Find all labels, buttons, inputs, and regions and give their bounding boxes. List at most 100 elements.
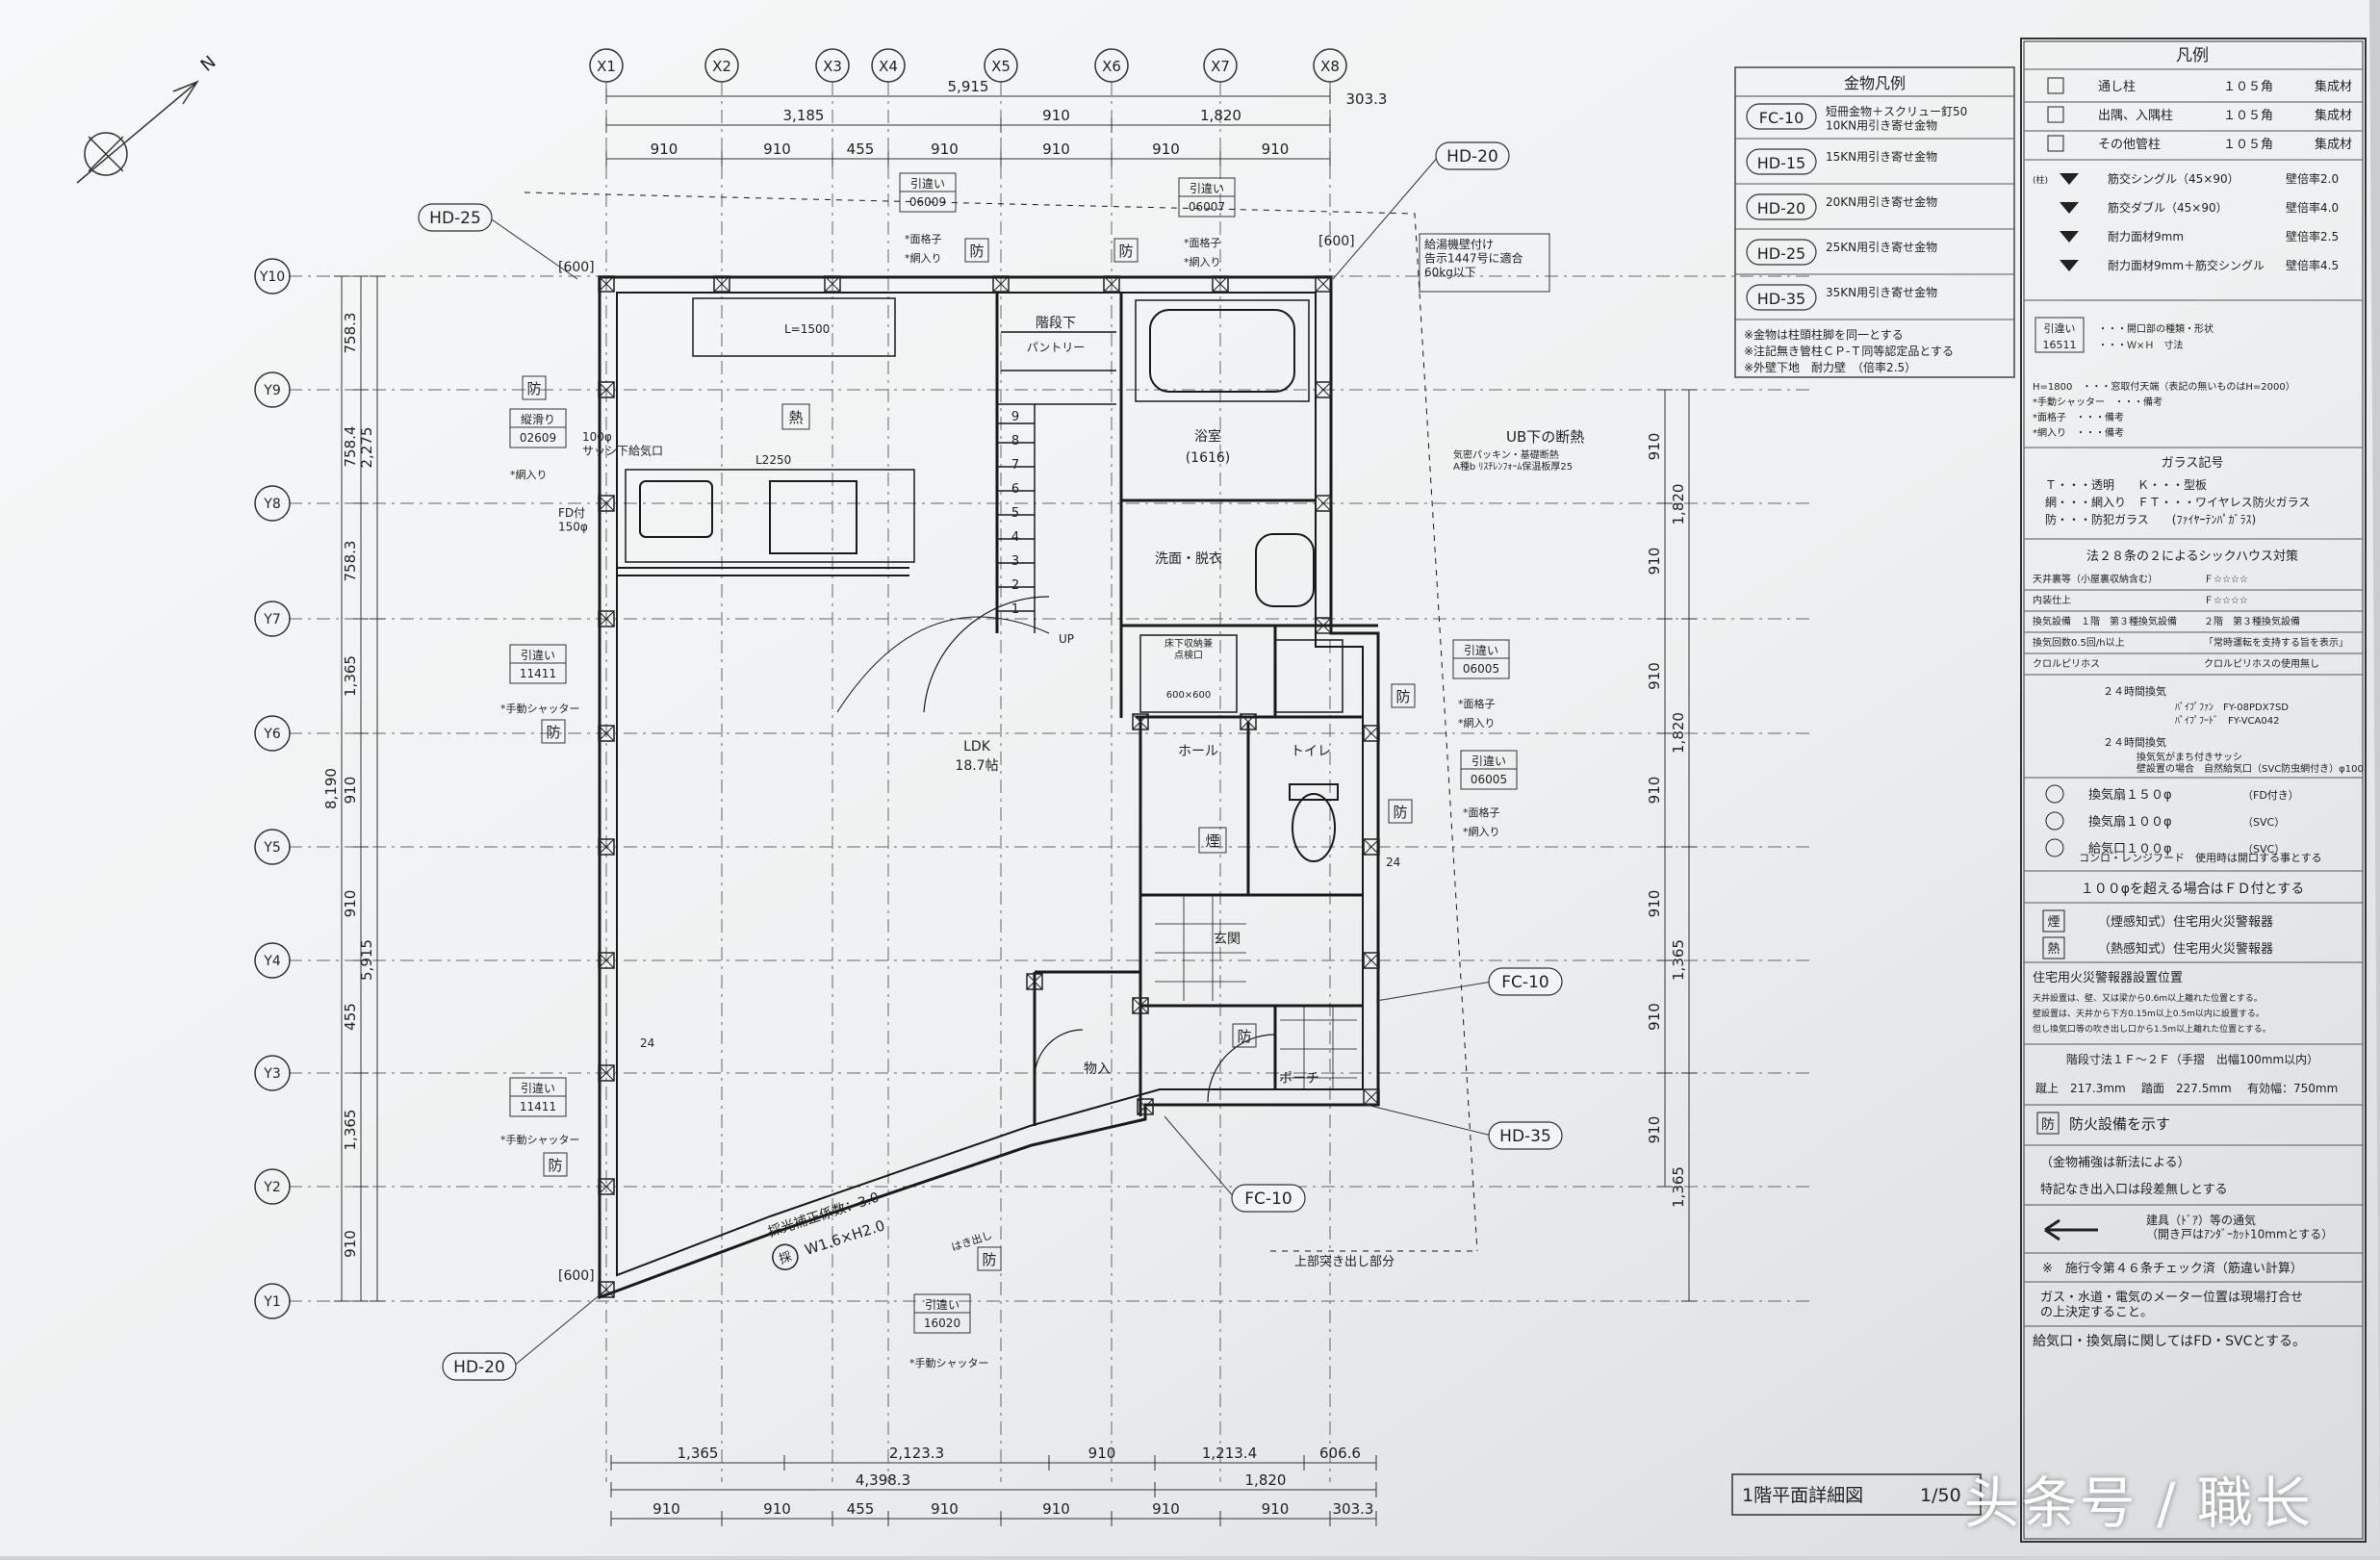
wall-column-cross <box>1026 973 1043 990</box>
wall-column-cross <box>1315 275 1332 293</box>
bracket-600: [600] <box>558 260 595 275</box>
fire-door-mark: 防 <box>1391 683 1416 708</box>
grid-bubble-y <box>254 1283 291 1319</box>
room-bath-size: (1616) <box>1186 450 1231 466</box>
legend-column-icon <box>2047 135 2064 152</box>
opening-tag: 引違い 11411 <box>509 644 567 684</box>
legend-brace-ratio: 壁倍率4.5 <box>2286 258 2339 272</box>
grid-label-x: X5 <box>991 58 1011 75</box>
legend-sick-right: ２階 第３種換気設備 <box>2204 615 2300 627</box>
opening-tag-kind: 引違い <box>521 649 555 662</box>
legend-brace-name: 筋交シングル（45×90） <box>2108 171 2239 186</box>
legend-alarm-box <box>2042 909 2065 933</box>
dim-bottom-row3-label: 910 <box>763 1500 791 1518</box>
dim-top-row2-label: 910 <box>1042 107 1070 124</box>
note-upper: 上部突き出し部分 <box>1294 1254 1395 1269</box>
wall-column <box>1103 275 1120 293</box>
dim-right-seg-label: 910 <box>1646 1003 1663 1031</box>
grid-label-x: X1 <box>597 58 616 75</box>
legend-alarm-box <box>2042 936 2065 959</box>
dim-left-overall-label: 8,190 <box>322 768 340 809</box>
cooktop <box>639 480 713 538</box>
grid-bubble-y <box>254 715 291 752</box>
opening-tag-note: *網入り <box>1184 255 1221 269</box>
legend-fire-symbol: 防 <box>2041 1117 2055 1133</box>
legend-title: 凡例 <box>2176 46 2209 65</box>
grid-label-x: X3 <box>823 58 842 75</box>
legend-alarm-symbol: 熱 <box>2047 942 2060 957</box>
note-window-tag: 採 <box>778 1250 794 1267</box>
wall-column <box>1212 275 1229 293</box>
svg-text:防: 防 <box>526 380 541 397</box>
wall-column-cross <box>1240 713 1257 730</box>
wall-column-cross <box>992 275 1010 293</box>
opening-tag-note: *網入り <box>510 468 548 481</box>
wall-column-cross <box>1132 713 1149 730</box>
hardware-legend-title: 金物凡例 <box>1844 74 1906 92</box>
wall-column-cross <box>713 275 730 293</box>
grid-bubble-x <box>1313 48 1347 83</box>
hardware-legend-code: HD-25 <box>1757 244 1805 263</box>
legend-vent-note: （SVC） <box>2242 816 2285 829</box>
dim-right-seg-label: 910 <box>1646 777 1663 805</box>
svg-text:煙: 煙 <box>1205 832 1219 850</box>
wall-column-cross <box>1363 952 1380 969</box>
dim-bottom-row3-label: 455 <box>847 1500 875 1518</box>
wall-column <box>1132 997 1149 1014</box>
svg-text:防: 防 <box>548 1157 562 1174</box>
wall-column-cross <box>598 610 615 627</box>
legend-brace-label: (柱) <box>2033 174 2048 186</box>
legend-alarm-line: 天井設置は、壁、又は梁から0.6m以上離れた位置とする。 <box>2033 992 2263 1004</box>
opening-tag-note: *面格子 <box>1463 806 1500 819</box>
dim-left-seg-label: 758.3 <box>342 541 359 582</box>
grid-label-x: X6 <box>1102 58 1121 75</box>
legend-column-size: １０５角 <box>2223 138 2273 152</box>
legend-brace-icon <box>2060 202 2079 214</box>
legend-reinforce: （金物補強は新法による） <box>2040 1155 2190 1170</box>
room-porch: ポーチ <box>1279 1071 1319 1087</box>
opening-tag-kind: 引違い <box>1472 754 1506 768</box>
opening-tag-note: *面格子 <box>1184 236 1221 249</box>
hardware-callout-label: HD-20 <box>453 1358 505 1377</box>
wall-column-cross <box>598 952 615 969</box>
legend-vent-note: （SVC） <box>2242 843 2285 856</box>
wall-column-cross <box>1137 1098 1154 1115</box>
hardware-callout: HD-20 <box>1332 141 1510 280</box>
alarm-mark-heat: 熱 <box>781 403 810 430</box>
stair-step-number: 1 <box>1011 602 1019 617</box>
wall-column-cross <box>1315 617 1332 634</box>
legend-vent-icon <box>2045 811 2064 831</box>
wall-column-cross <box>1363 1088 1380 1106</box>
fire-door-mark: 防 <box>1388 799 1413 824</box>
opening-tag-code: 11411 <box>520 1100 556 1113</box>
grid-bubble-y <box>254 601 291 637</box>
legend-tag-sample <box>2035 317 2085 353</box>
dim-left-seg-label: 1,365 <box>342 1110 359 1151</box>
room-bath: 浴室 <box>1194 428 1221 445</box>
dim-top-row3-label: 910 <box>651 141 678 158</box>
opening-tag-code: 11411 <box>520 667 556 680</box>
svg-text:防: 防 <box>546 724 560 741</box>
stair-step-number: 8 <box>1011 434 1019 448</box>
ldk-door-swing <box>923 596 1050 713</box>
legend-brace-ratio: 壁倍率2.0 <box>2286 171 2339 186</box>
hardware-note-1: ※金物は柱頭柱脚を同一とする <box>1744 327 1904 342</box>
legend-arrow-icon <box>2044 1218 2098 1241</box>
room-storage: 物入 <box>1084 1061 1111 1077</box>
grid-label-y: Y9 <box>263 383 280 398</box>
legend-vent-usage: コンロ・レンジフード 使用時は開口する事とする <box>2079 852 2322 864</box>
legend-column-name: その他管柱 <box>2098 138 2161 152</box>
dim-right-c-label: 1,365 <box>1670 939 1687 981</box>
wall-column <box>598 1281 615 1298</box>
dim-right-seg-label: 910 <box>1646 433 1663 461</box>
